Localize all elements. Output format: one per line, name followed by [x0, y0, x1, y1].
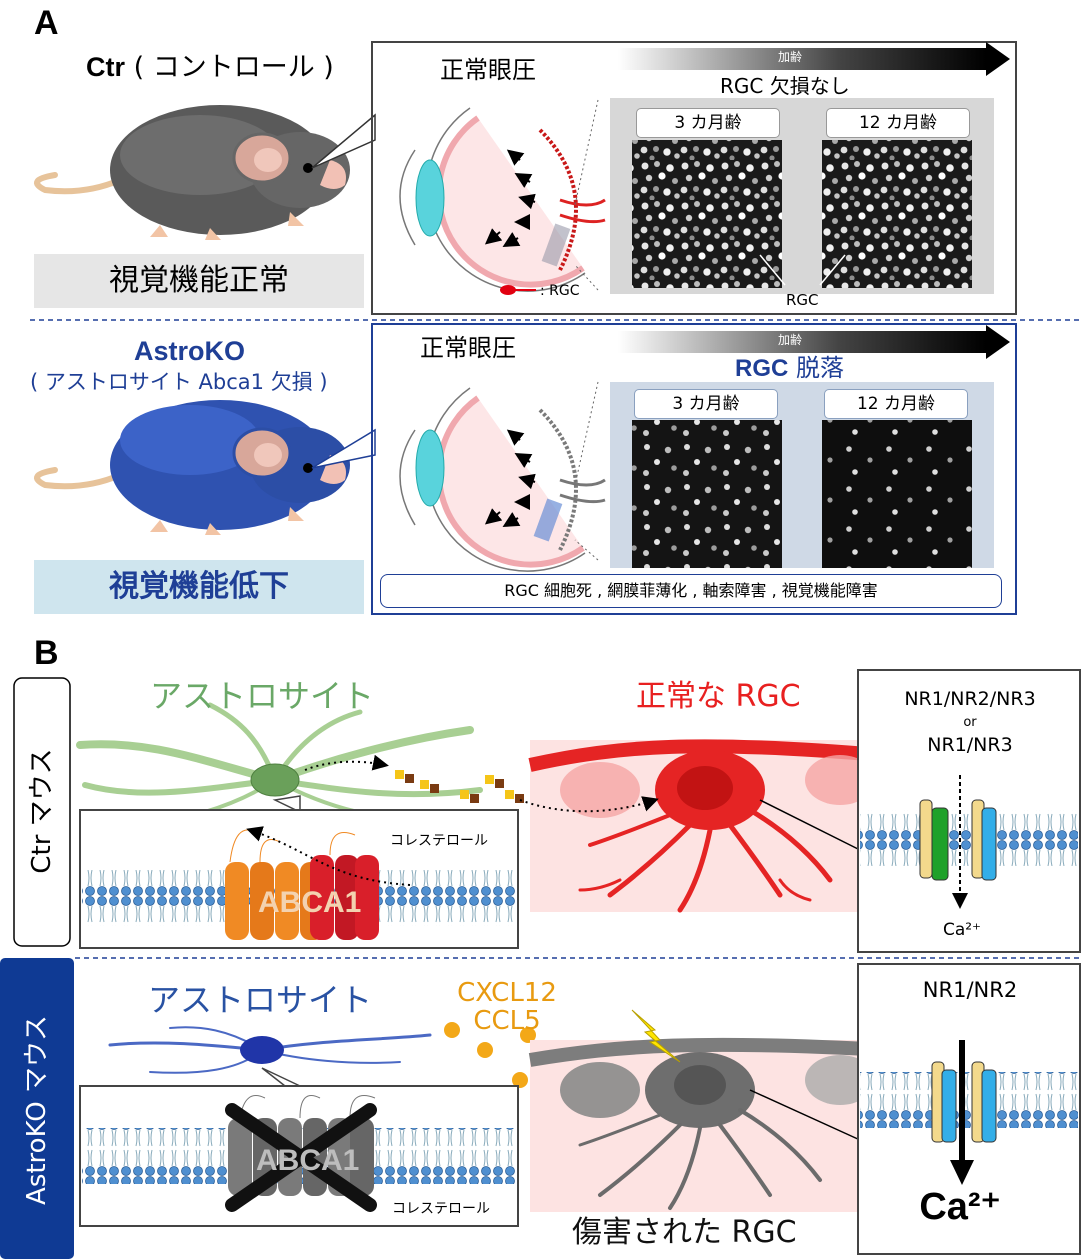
ctr-receptor-line1: NR1/NR2/NR3: [904, 688, 1036, 710]
ctr-aging-arrow: [618, 48, 986, 70]
ctr-rgc-cell: [528, 739, 881, 913]
ctr-mouse-name: Ctr: [86, 52, 125, 82]
ctr-rgc-pointer-label: RGC: [786, 291, 819, 309]
ctr-calcium-label: Ca²⁺: [942, 920, 982, 940]
ko-rgc-result-rest: 脱落: [788, 354, 844, 382]
ctr-status-badge: 視覚機能正常: [34, 254, 364, 308]
ko-micrograph-12m: [822, 420, 972, 568]
ko-eye-box: [371, 323, 1017, 615]
ko-rgc-result-bold: RGC: [735, 355, 789, 382]
ko-summary-box: RGC 細胞死 , 網膜菲薄化 , 軸索障害 , 視覚機能障害: [380, 574, 1002, 608]
ko-side-label: AstroKO マウス: [22, 1015, 52, 1205]
ko-nmda-receptor: [931, 1061, 997, 1143]
ctr-mouse-paren: ( コントロール ): [125, 52, 334, 83]
ctr-iop-label: 正常眼圧: [440, 56, 536, 84]
ctr-abca1-transporter: [225, 829, 379, 940]
ctr-abca1-label: ABCA1: [258, 886, 362, 919]
ctr-nmda-receptor: [919, 799, 997, 881]
ko-side-tab: [0, 958, 74, 1259]
ctr-callout-pointer: [311, 113, 376, 169]
ctr-side-tab: [13, 677, 71, 947]
ko-chemokine-1: CXCL12: [457, 978, 557, 1008]
ko-iop-label: 正常眼圧: [420, 334, 516, 362]
ctr-rgc-legend: : RGC: [540, 283, 580, 299]
abca1-knockout-cross-icon: [225, 1103, 377, 1212]
ko-abca1-label: ABCA1: [256, 1144, 360, 1177]
ko-callout-pointer: [311, 428, 376, 469]
ko-mouse-name-text: AstroKO: [134, 336, 246, 366]
ctr-side-label: Ctr マウス: [27, 748, 57, 874]
ko-cholesterol-label: コレステロール: [392, 1201, 490, 1217]
ctr-receptor-line2: NR1/NR3: [927, 734, 1013, 756]
ko-astrocyte-label: アストロサイト: [148, 981, 373, 1019]
ko-aging-label: 加齢: [778, 333, 803, 347]
ctr-age-12m: 12 カ月齢: [826, 108, 970, 138]
panel-a-letter: A: [34, 4, 59, 42]
ctr-rgc-label: 正常な RGC: [636, 679, 801, 714]
ctr-age-3m: 3 カ月齢: [636, 108, 780, 138]
panel-b-letter: B: [34, 634, 59, 672]
ctr-eye-diagram: [399, 107, 606, 295]
ctr-mouse-title: Ctr ( コントロール ): [86, 52, 334, 83]
ctr-mouse-illustration: [34, 105, 350, 240]
ko-rgc-label: 傷害された RGC: [572, 1215, 797, 1250]
ko-micrograph-3m: [632, 420, 782, 568]
ctr-aging-label: 加齢: [778, 50, 803, 64]
ctr-receptor-membrane: [860, 810, 1078, 866]
ctr-cholesterol-molecules: [395, 770, 524, 803]
ko-aging-arrow: [618, 331, 986, 353]
damage-lightning-icon: [631, 1009, 681, 1063]
ko-receptor-label: NR1/NR2: [922, 978, 1018, 1002]
ctr-eye-box: [371, 41, 1017, 315]
ctr-rgc-result: RGC 欠損なし: [720, 74, 850, 98]
ctr-receptor-or: or: [963, 715, 977, 730]
ko-age-12m: 12 カ月齢: [824, 389, 968, 419]
ko-chemokine-2: CCL5: [473, 1006, 541, 1036]
ko-rgc-result: RGC 脱落: [735, 356, 844, 381]
ko-age-3m: 3 カ月齢: [634, 389, 778, 419]
ko-mouse-subtitle: ( アストロサイト Abca1 欠損 ): [30, 370, 328, 394]
ko-eye-diagram: [399, 387, 606, 572]
ko-receptor-membrane: [860, 1072, 1078, 1128]
ko-calcium-label: Ca²⁺: [919, 1186, 1001, 1228]
ctr-cholesterol-label: コレステロール: [390, 833, 488, 849]
ctr-astrocyte-label: アストロサイト: [150, 677, 375, 715]
ko-mouse-illustration: [34, 400, 350, 535]
ctr-micrograph-3m: [632, 140, 782, 288]
ko-mouse-name: AstroKO: [134, 338, 245, 365]
ctr-micrograph-12m: [822, 140, 972, 288]
ko-status-badge: 視覚機能低下: [34, 560, 364, 614]
